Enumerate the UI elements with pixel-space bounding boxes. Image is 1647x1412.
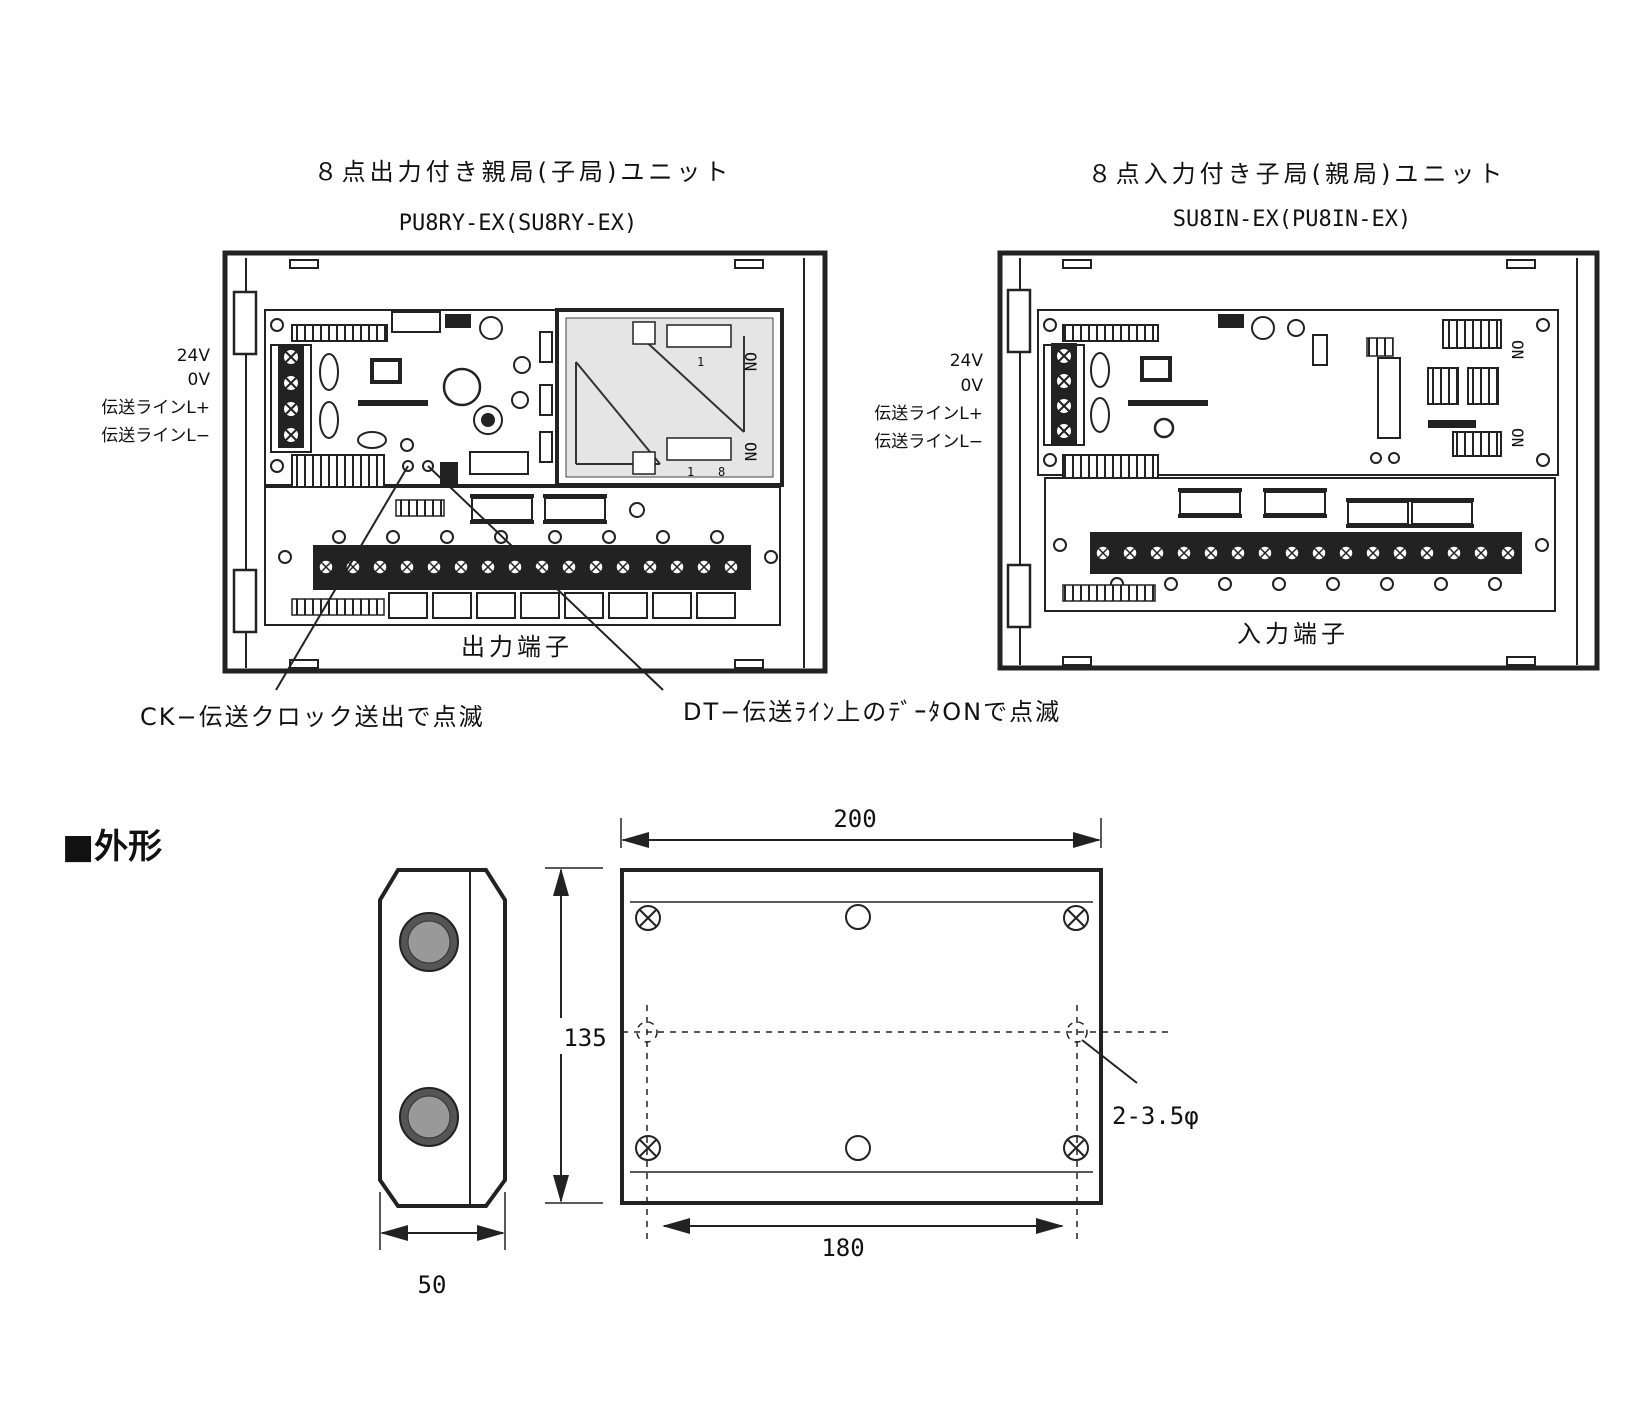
left-label-24v: 24V — [177, 346, 211, 366]
outline-heading: ■外形 — [62, 827, 162, 867]
left-unit: ８点出力付き親局(子局)ユニット PU8RY-EX(SU8RY-EX) — [101, 158, 1061, 731]
dim-height: 135 — [563, 1024, 606, 1052]
right-unit: ８点入力付き子局(親局)ユニット SU8IN-EX(PU8IN-EX) — [874, 160, 1600, 671]
dt-annotation: DT−伝送ﾗｲﾝ上のﾃﾞｰﾀONで点滅 — [683, 698, 1061, 726]
left-unit-title: ８点出力付き親局(子局)ユニット — [314, 158, 733, 186]
left-label-line-minus: 伝送ラインL− — [101, 426, 210, 446]
left-unit-model: PU8RY-EX(SU8RY-EX) — [399, 211, 637, 236]
left-label-0v: 0V — [188, 370, 211, 390]
right-terminal-labels: 24V 0V 伝送ラインL+ 伝送ラインL− — [874, 351, 983, 452]
height-dimension: 135 — [545, 867, 610, 1204]
right-unit-title: ８点入力付き子局(親局)ユニット — [1088, 160, 1507, 188]
right-dip-on-bottom: ON — [1508, 428, 1527, 447]
dim-hole-pitch: 180 — [821, 1234, 864, 1262]
left-label-line-plus: 伝送ラインL+ — [101, 398, 210, 418]
right-label-0v: 0V — [961, 376, 984, 396]
output-terminal-caption: 出力端子 — [461, 633, 573, 661]
input-terminal-caption: 入力端子 — [1237, 620, 1349, 648]
dt-leader-line — [427, 465, 664, 691]
right-label-line-plus: 伝送ラインL+ — [874, 404, 983, 424]
dim-depth: 50 — [418, 1271, 447, 1299]
hole-spec: 2-3.5φ — [1112, 1102, 1199, 1130]
right-label-line-minus: 伝送ラインL− — [874, 432, 983, 452]
ck-leader-line — [275, 465, 409, 691]
front-view: 200 — [620, 805, 1199, 1262]
ck-annotation: CK−伝送クロック送出で点滅 — [140, 703, 485, 731]
left-dip-one-bottom: 1 — [687, 465, 694, 479]
right-label-24v: 24V — [950, 351, 984, 371]
left-dip-one-top: 1 — [697, 355, 704, 369]
left-terminal-labels: 24V 0V 伝送ラインL+ 伝送ラインL− — [101, 346, 210, 446]
left-dip-on-top: ON — [741, 352, 760, 371]
side-view: 50 — [378, 868, 507, 1299]
outline-section: ■外形 50 135 — [62, 805, 1199, 1299]
right-unit-model: SU8IN-EX(PU8IN-EX) — [1173, 207, 1411, 232]
left-dip-eight: 8 — [718, 465, 725, 479]
right-dip-on-top: ON — [1508, 340, 1527, 359]
left-dip-on-bottom: ON — [741, 442, 760, 461]
dim-width: 200 — [833, 805, 876, 833]
